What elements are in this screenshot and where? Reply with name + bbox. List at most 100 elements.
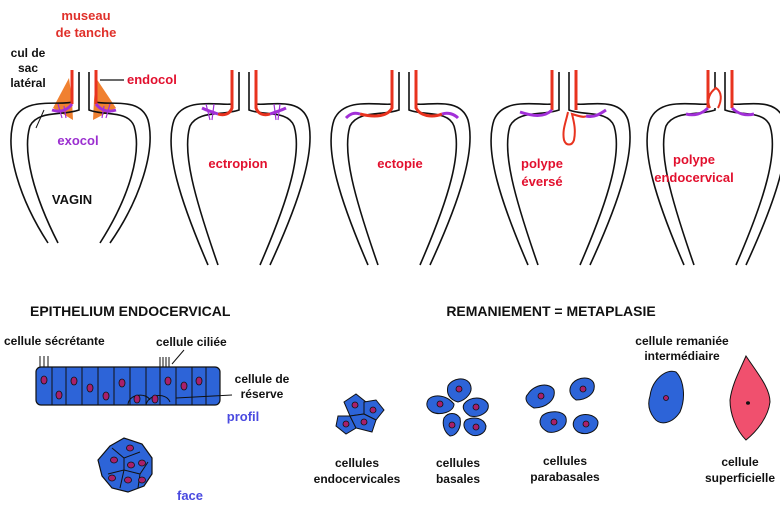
nucleus xyxy=(448,421,456,429)
nucleus xyxy=(127,461,135,469)
cul-de-sac-label-1: cul de xyxy=(11,46,46,60)
endocol-lining xyxy=(359,70,443,118)
panel-normal: museau de tanche endocol cul de sac laté… xyxy=(10,8,177,244)
cell xyxy=(729,354,771,441)
nucleus xyxy=(180,381,188,391)
exocol-pointer xyxy=(35,109,45,129)
endocervical-polyp xyxy=(707,86,722,109)
nucleus xyxy=(351,401,359,409)
cul-de-sac-label-2: sac xyxy=(18,61,38,75)
nucleus xyxy=(455,385,463,393)
profil-label: profil xyxy=(227,409,260,424)
nucleus xyxy=(86,383,94,393)
exocol-ticks xyxy=(205,103,281,121)
nucleus xyxy=(55,390,63,400)
everted-polyp xyxy=(562,111,587,146)
nucleus xyxy=(195,376,203,386)
nucleus xyxy=(537,392,545,400)
exocol-lining xyxy=(51,103,117,113)
epithelium-title: EPITHELIUM ENDOCERVICAL xyxy=(30,303,231,319)
intermediate-cell xyxy=(648,370,684,424)
nucleus xyxy=(126,444,134,452)
vagina-outer-wall xyxy=(10,70,73,244)
nucleus xyxy=(110,456,118,464)
caption-superficielle-2: superficielle xyxy=(705,471,775,485)
panel-ectopie: ectopie xyxy=(330,70,471,266)
vagina-inner-left xyxy=(506,72,560,266)
face-cell-boundaries xyxy=(107,447,149,489)
panel-polype-endocervical: polype endocervical xyxy=(646,70,780,266)
cul-de-sac-label-3: latéral xyxy=(10,76,45,90)
vagina-wall-left xyxy=(170,70,233,266)
nucleus xyxy=(360,418,368,426)
nucleus xyxy=(138,459,146,467)
vagina-wall-left xyxy=(646,70,709,266)
vagina-wall-right xyxy=(255,70,311,266)
nucleus xyxy=(70,376,78,386)
reserve-pointer xyxy=(175,394,233,399)
superficial-cell xyxy=(729,354,771,441)
nucleus xyxy=(138,476,146,484)
cilia xyxy=(39,356,170,367)
vagina-outer-wall-right xyxy=(95,70,151,244)
ciliee-pointer xyxy=(171,349,185,365)
ciliee-label: cellule ciliée xyxy=(156,335,227,349)
nucleus xyxy=(40,375,48,385)
endocol-label: endocol xyxy=(127,72,177,87)
intermediaire-label-2: intermédiaire xyxy=(644,349,720,363)
exocol-label: exocol xyxy=(57,133,98,148)
caption-endocervicales-1: cellules xyxy=(335,456,379,470)
panel-polype-everse: polype éversé xyxy=(490,70,631,266)
reserve-label-2: réserve xyxy=(241,387,284,401)
museau-label-2: de tanche xyxy=(56,25,117,40)
vagina-inner-left xyxy=(186,72,240,266)
endocol-lining xyxy=(550,70,578,110)
exocol-lining xyxy=(344,111,460,120)
exocol-lining xyxy=(519,108,607,118)
epithelium-face xyxy=(97,437,153,493)
endocol-lining xyxy=(217,70,271,117)
vagina-wall-left xyxy=(330,70,393,266)
vagina-inner-right xyxy=(248,72,298,266)
exocol-lining xyxy=(685,106,755,117)
nucleus xyxy=(472,403,480,411)
condition-label-ectopie: ectopie xyxy=(377,156,423,171)
epithelium-section: EPITHELIUM ENDOCERVICAL cellule sécrétan… xyxy=(4,303,290,503)
basal-cells xyxy=(426,378,489,437)
vagina-inner-right xyxy=(568,72,618,266)
caption-superficielle-1: cellule xyxy=(721,455,759,469)
intermediaire-label-1: cellule remaniée xyxy=(635,334,729,348)
pyknotic-nucleus xyxy=(746,401,750,405)
caption-parabasales-1: cellules xyxy=(543,454,587,468)
nucleus xyxy=(579,385,587,393)
nucleus xyxy=(582,420,590,428)
nucleus xyxy=(550,418,558,426)
metaplasie-section: REMANIEMENT = METAPLASIE cellule remanié… xyxy=(314,303,776,486)
vagina-wall-right xyxy=(415,70,471,266)
condition-label-polype-endocervical-1: polype xyxy=(673,152,715,167)
metaplasie-title: REMANIEMENT = METAPLASIE xyxy=(446,303,655,319)
nucleus xyxy=(472,423,480,431)
caption-basales-1: cellules xyxy=(436,456,480,470)
condition-label-polype-everse-2: éversé xyxy=(521,174,562,189)
reserve-label-1: cellule de xyxy=(235,372,290,386)
vagina-wall-right xyxy=(731,70,780,266)
face-label: face xyxy=(177,488,203,503)
secretante-label: cellule sécrétante xyxy=(4,334,105,348)
parabasal-cells xyxy=(525,377,599,435)
caption-endocervicales-2: endocervicales xyxy=(314,472,401,486)
nucleus xyxy=(133,394,141,404)
nucleus xyxy=(164,376,172,386)
nucleus xyxy=(118,378,126,388)
caption-parabasales-2: parabasales xyxy=(530,470,600,484)
condition-label-polype-endocervical-2: endocervical xyxy=(654,170,734,185)
nucleus xyxy=(102,391,110,401)
exocol-lining xyxy=(201,106,287,116)
nucleus xyxy=(342,420,350,428)
nucleus xyxy=(151,394,159,404)
vagina-inner-left xyxy=(346,72,400,266)
museau-label-1: museau xyxy=(61,8,110,23)
endocol-lining xyxy=(70,70,98,104)
condition-label-polype-everse-1: polype xyxy=(521,156,563,171)
vagina-wall-left xyxy=(490,70,553,266)
